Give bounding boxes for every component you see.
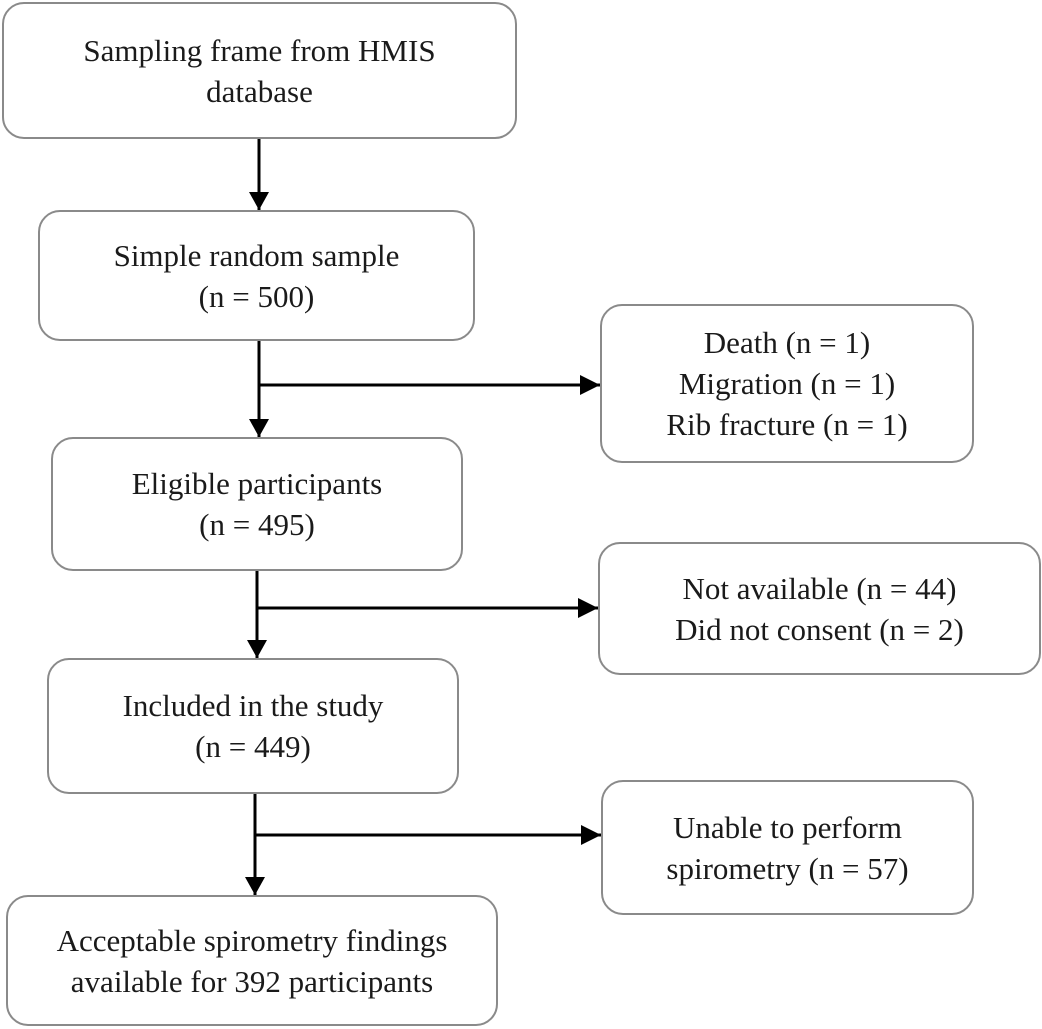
exclusion-1-line-1: Death (n = 1) xyxy=(703,325,871,360)
eligible-participants-line-1: Eligible participants xyxy=(131,466,383,501)
exclusion-1-line-2: Migration (n = 1) xyxy=(678,366,896,401)
arrowhead-sample-to-eligible xyxy=(249,419,269,437)
simple-random-sample-line-2: (n = 500) xyxy=(198,278,315,314)
acceptable-spirometry-line-1: Acceptable spirometry findings xyxy=(56,922,448,958)
exclusion-3-line-1: Unable to perform xyxy=(673,809,902,845)
sampling-frame-line-2: database xyxy=(206,73,313,109)
included-in-study-line-1: Included in the study xyxy=(122,688,384,723)
arrowhead-exclusion-3 xyxy=(581,825,601,845)
simple-random-sample-line-1: Simple random sample xyxy=(113,237,400,273)
exclusion-3-line-2: spirometry (n = 57) xyxy=(666,850,909,886)
arrowhead-included-to-acceptable xyxy=(245,877,265,895)
exclusion-box-1: Death (n = 1) Migration (n = 1) Rib frac… xyxy=(600,304,974,463)
acceptable-spirometry-line-2: available for 392 participants xyxy=(70,963,434,999)
arrowhead-exclusion-1 xyxy=(580,375,600,395)
included-in-study-box: Included in the study (n = 449) xyxy=(47,658,459,794)
exclusion-2-line-1: Not available (n = 44) xyxy=(682,570,957,606)
acceptable-spirometry-box: Acceptable spirometry findings available… xyxy=(6,895,498,1026)
eligible-participants-line-2: (n = 495) xyxy=(199,507,315,542)
eligible-participants-box: Eligible participants (n = 495) xyxy=(51,437,463,571)
arrowhead-eligible-to-included xyxy=(247,640,267,658)
arrowhead-sampling-to-sample xyxy=(249,192,269,210)
included-in-study-line-2: (n = 449) xyxy=(195,729,311,764)
sampling-frame-box: Sampling frame from HMIS database xyxy=(2,2,517,139)
simple-random-sample-box: Simple random sample (n = 500) xyxy=(38,210,475,341)
exclusion-box-2: Not available (n = 44) Did not consent (… xyxy=(598,542,1041,675)
sampling-frame-line-1: Sampling frame from HMIS xyxy=(83,32,436,68)
exclusion-2-line-2: Did not consent (n = 2) xyxy=(675,611,964,647)
arrowhead-exclusion-2 xyxy=(578,598,598,618)
exclusion-1-line-3: Rib fracture (n = 1) xyxy=(666,407,908,442)
exclusion-box-3: Unable to perform spirometry (n = 57) xyxy=(601,780,974,915)
